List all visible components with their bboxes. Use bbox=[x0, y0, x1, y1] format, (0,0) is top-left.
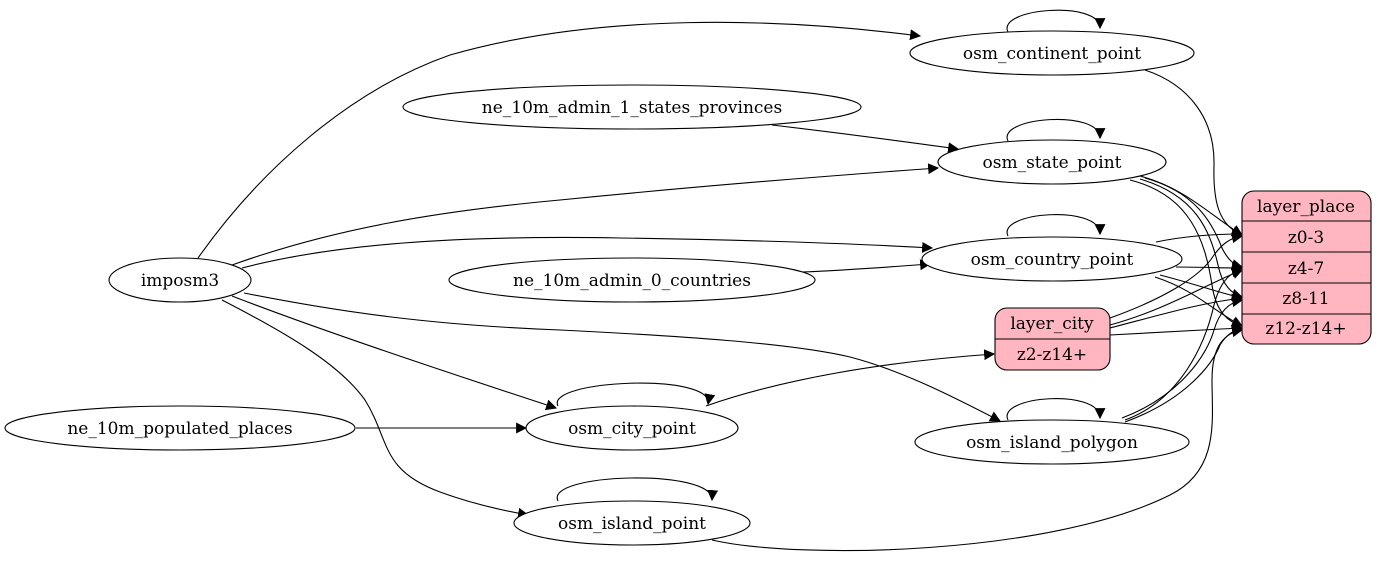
node-label: ne_10m_admin_0_countries bbox=[513, 271, 751, 291]
edge-imposm3-to-osm-state-point bbox=[231, 163, 940, 266]
node-label: osm_island_point bbox=[558, 514, 706, 534]
edge-osm-island-point-to-z12-14 bbox=[711, 326, 1244, 552]
record-title: layer_city bbox=[1010, 314, 1094, 334]
edge-ne-admin1-to-osm-state-point bbox=[771, 124, 960, 154]
record-field: z12-z14+ bbox=[1265, 319, 1346, 339]
node-ne-10m-admin-0-countries: ne_10m_admin_0_countries bbox=[448, 257, 816, 303]
node-ne-10m-populated-places: ne_10m_populated_places bbox=[4, 405, 356, 451]
node-layer-city: layer_city z2-z14+ bbox=[994, 307, 1111, 371]
edge-layer-city-to-z8-11 bbox=[1109, 293, 1244, 329]
edge-osm-state-point-to-z8-11 bbox=[1139, 178, 1244, 300]
node-label: osm_city_point bbox=[568, 419, 696, 439]
edge-osm-country-point-to-z12-14 bbox=[1154, 276, 1243, 327]
edge-imposm3-to-osm-island-polygon bbox=[243, 292, 1001, 422]
edge-osm-continent-point-to-layer-place bbox=[1144, 69, 1244, 237]
self-loop-osm-island-point bbox=[556, 477, 719, 502]
node-label: osm_island_polygon bbox=[966, 433, 1138, 453]
node-label: ne_10m_populated_places bbox=[67, 419, 292, 439]
node-osm-city-point: osm_city_point bbox=[525, 405, 739, 451]
record-field: z2-z14+ bbox=[1017, 345, 1087, 365]
node-ne-10m-admin-1-states-provinces: ne_10m_admin_1_states_provinces bbox=[402, 84, 862, 130]
record-title: layer_place bbox=[1257, 197, 1355, 217]
node-osm-continent-point: osm_continent_point bbox=[909, 30, 1195, 76]
self-loop-osm-island-polygon bbox=[1006, 398, 1106, 421]
edge-imposm3-to-osm-country-point bbox=[241, 236, 934, 269]
node-label: imposm3 bbox=[141, 271, 219, 291]
record-field: z8-11 bbox=[1282, 289, 1329, 309]
edge-layer-city-to-z12-14 bbox=[1109, 322, 1244, 336]
edges bbox=[197, 9, 1244, 552]
node-osm-island-point: osm_island_point bbox=[513, 500, 751, 546]
edge-osm-country-point-to-z8-11 bbox=[1159, 274, 1244, 302]
node-layer-place: layer_place z0-3 z4-7 z8-11 z12-z14+ bbox=[1241, 190, 1372, 345]
edge-imposm3-to-osm-island-point bbox=[221, 299, 530, 519]
node-osm-state-point: osm_state_point bbox=[937, 139, 1167, 185]
self-loop-osm-country-point bbox=[1006, 214, 1106, 237]
edge-osm-island-polygon-to-z4-7 bbox=[1124, 266, 1244, 421]
node-osm-country-point: osm_country_point bbox=[921, 236, 1183, 282]
edge-imposm3-to-osm-city-point bbox=[231, 295, 558, 411]
node-imposm3: imposm3 bbox=[108, 257, 252, 303]
node-osm-island-polygon: osm_island_polygon bbox=[914, 419, 1190, 465]
node-label: ne_10m_admin_1_states_provinces bbox=[482, 98, 782, 118]
edge-osm-city-point-to-layer-city bbox=[705, 349, 996, 407]
edge-ne-admin0-to-osm-country-point bbox=[801, 259, 932, 273]
node-label: osm_state_point bbox=[983, 153, 1122, 173]
edge-osm-state-point-to-z12-14 bbox=[1129, 179, 1244, 329]
self-loop-osm-continent-point bbox=[1006, 9, 1106, 33]
edge-layer-city-to-z4-7 bbox=[1109, 268, 1244, 326]
record-field: z0-3 bbox=[1288, 228, 1324, 248]
self-loop-osm-state-point bbox=[1006, 118, 1106, 142]
edge-osm-island-polygon-to-z8-11 bbox=[1121, 296, 1244, 419]
self-loop-osm-city-point bbox=[556, 382, 716, 407]
edge-osm-country-point-to-z4-7 bbox=[1175, 262, 1244, 274]
node-label: osm_country_point bbox=[971, 250, 1134, 270]
node-label: osm_continent_point bbox=[963, 44, 1141, 64]
edge-layer-city-to-z0-3 bbox=[1109, 232, 1244, 319]
edge-imposm3-to-osm-continent-point bbox=[197, 21, 922, 259]
record-field: z4-7 bbox=[1288, 259, 1324, 279]
